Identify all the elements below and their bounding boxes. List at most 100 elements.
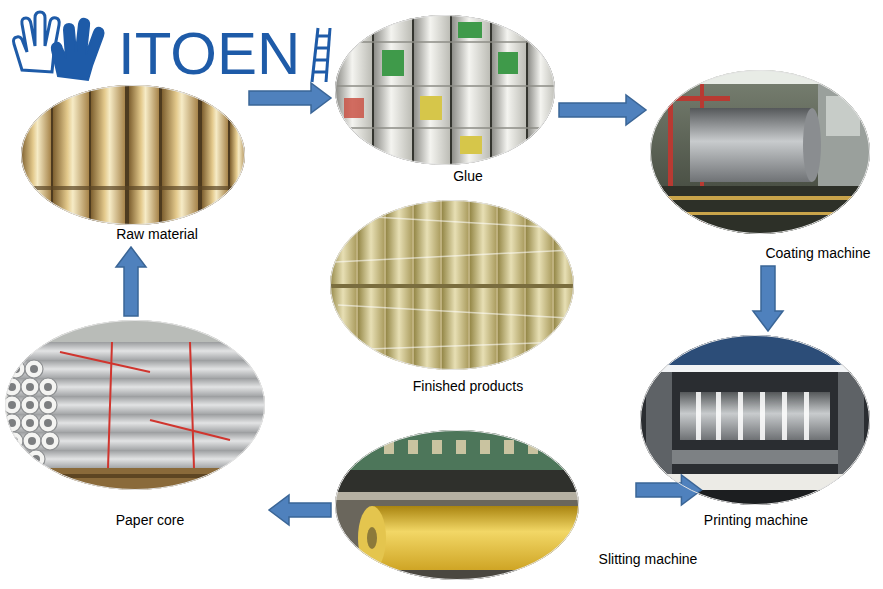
slitting-machine-photo-part-part: [408, 440, 418, 454]
finished-products-photo-part-part: [358, 200, 384, 284]
paper-core-photo-part-part: [21, 414, 39, 432]
printing-machine-photo-part: [838, 372, 864, 505]
printing-machine-photo-part-part: [738, 392, 743, 440]
block-arrow: [269, 495, 331, 525]
node-outline: [335, 15, 555, 165]
finished-products-photo: [330, 200, 576, 370]
paper-core-photo-part: [8, 342, 265, 468]
photo-ellipse-outline: [651, 71, 870, 234]
photo-node: Paper core: [5, 320, 265, 490]
paper-core-photo-part-part: [44, 419, 52, 427]
slitting-machine-photo-part-part: [480, 440, 490, 454]
paper-core-photo-part-part: [44, 383, 52, 391]
paper-core-photo-part-part: [60, 352, 150, 372]
paper-core-photo-part-part: [28, 437, 36, 445]
finished-products-photo-part-part: [554, 288, 576, 370]
glue-photo-part: [528, 15, 556, 165]
slitting-machine-photo-part: [335, 430, 580, 470]
raw-material-photo-part: [53, 85, 89, 225]
paper-core-photo-part: [5, 320, 265, 342]
paper-core-photo-part-part: [3, 378, 21, 396]
paper-core-photo-part-part: [26, 419, 34, 427]
coating-machine-photo-part: [650, 196, 870, 200]
paper-core-photo-part-part: [190, 342, 194, 468]
raw-material-photo-part: [162, 85, 198, 225]
ladder-icon-part: [317, 35, 329, 38]
raw-material-photo-part: [21, 85, 51, 225]
paper-core-photo-part-part: [108, 342, 112, 468]
paper-core-photo-part-part: [44, 401, 52, 409]
raw-material-photo-part: [21, 186, 245, 190]
coating-machine-photo-part: [690, 108, 812, 182]
paper-core-photo-part: [5, 468, 265, 490]
photo-ellipse-outline: [641, 336, 870, 505]
node-outline: [330, 200, 574, 370]
printing-machine-photo-part: [672, 450, 838, 464]
printing-machine-photo-part: [696, 392, 809, 440]
paper-core-photo-part-part: [3, 414, 21, 432]
coating-machine-photo-part: [650, 96, 730, 101]
finished-products-photo-part: [330, 284, 574, 288]
node-caption: Coating machine: [765, 245, 870, 262]
glue-photo-part: [382, 50, 404, 76]
raw-material-photo: [21, 85, 246, 225]
paper-core-photo-part-part: [8, 396, 265, 414]
raw-material-photo-part: [129, 85, 159, 225]
slitting-machine-photo-part: [335, 470, 580, 492]
slitting-machine-photo-part-part: [360, 440, 370, 454]
paper-core-photo-part-part: [10, 432, 265, 450]
coating-machine-photo-part: [650, 70, 870, 84]
block-arrow: [559, 95, 646, 125]
paper-core-photo-part-part: [26, 383, 34, 391]
glove-icon: [13, 12, 103, 80]
paper-core-photo-part-part: [20, 342, 265, 360]
finished-products-photo-part-part: [498, 200, 524, 284]
finished-products-photo-part-part: [414, 200, 440, 284]
finished-products-photo-part-part: [554, 200, 576, 284]
printing-machine-photo-part-part: [716, 392, 721, 440]
photo-node: Printing machine: [640, 335, 870, 505]
paper-core-photo-part-part: [23, 432, 41, 450]
ladder-icon: [312, 28, 330, 82]
paper-core-photo-part: [5, 474, 265, 478]
slitting-machine-photo-part: [335, 492, 580, 500]
finished-products-photo-part-part: [340, 215, 560, 228]
node-caption: Finished products: [413, 378, 524, 395]
paper-core-photo-part-part: [21, 378, 39, 396]
block-arrow: [249, 83, 331, 113]
finished-products-photo-part-part: [358, 288, 384, 370]
glue-photo-part-part: [335, 41, 555, 43]
glue-photo-part: [420, 96, 442, 120]
photo-node: Glue: [335, 15, 555, 165]
paper-core-photo-part-part: [9, 450, 27, 468]
printing-machine-photo-part-part: [696, 392, 701, 440]
paper-core-photo-part-part: [14, 455, 22, 463]
slitting-machine-photo: [335, 430, 582, 580]
ladder-icon-part: [314, 59, 328, 62]
node-caption: Paper core: [116, 512, 184, 529]
node-caption: Printing machine: [704, 512, 808, 529]
paper-core-photo-part-part: [8, 414, 265, 432]
photo-node: Slitting machine: [335, 430, 579, 580]
finished-products-photo-part-part: [470, 200, 496, 284]
finished-products-photo-part-part: [335, 250, 570, 262]
glove-icon-part: [13, 12, 59, 72]
printing-machine-photo-part-part: [760, 392, 765, 440]
glue-photo: [335, 15, 556, 165]
paper-core-photo-part-part: [150, 420, 230, 440]
raw-material-photo-part: [21, 85, 245, 225]
slitting-machine-photo-part: [358, 506, 386, 570]
coating-machine-photo-part: [650, 70, 870, 234]
slitting-machine-photo-part: [367, 527, 377, 549]
paper-core-photo-part: [3, 342, 59, 468]
node-outline: [5, 320, 265, 490]
finished-products-photo-part: [330, 200, 574, 370]
paper-core-photo-part-part: [30, 365, 38, 373]
photo-ellipse-outline: [22, 86, 245, 225]
glue-photo-part: [335, 15, 555, 165]
paper-core-photo-part: [8, 347, 54, 463]
glue-photo-part: [374, 15, 412, 165]
